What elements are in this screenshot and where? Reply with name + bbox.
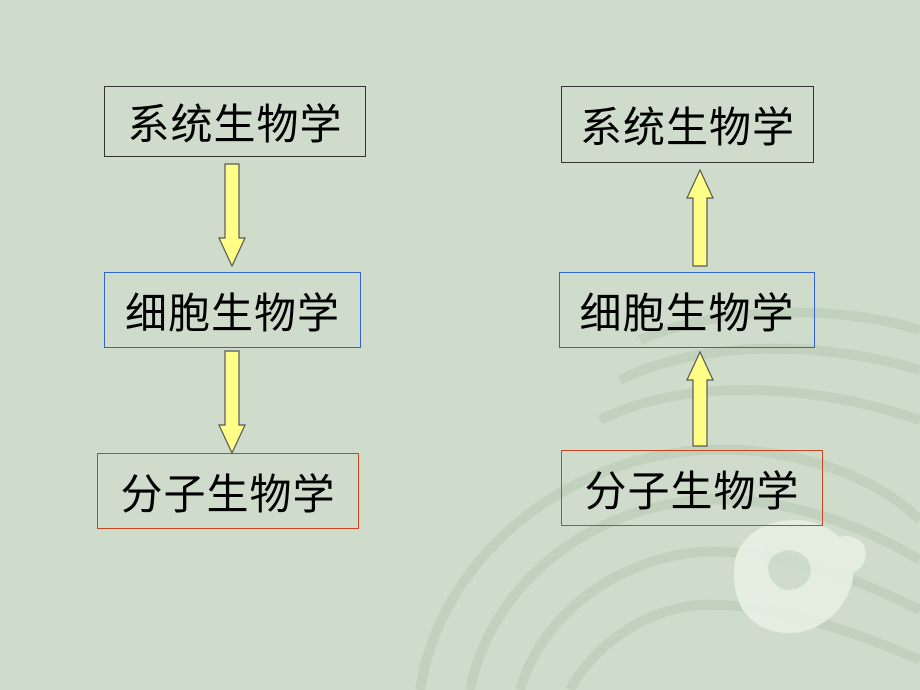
left-arrow-down-1	[218, 163, 246, 268]
right-box-top: 系统生物学	[561, 86, 814, 163]
right-box-middle: 细胞生物学	[559, 272, 815, 348]
left-box-middle: 细胞生物学	[104, 272, 361, 348]
right-box-bottom: 分子生物学	[561, 450, 823, 526]
right-arrow-up-1	[686, 168, 714, 267]
left-box-bottom: 分子生物学	[97, 453, 359, 529]
left-arrow-down-2	[218, 350, 246, 455]
left-box-top: 系统生物学	[104, 86, 366, 157]
right-arrow-up-2	[686, 350, 714, 447]
dragon-motif	[734, 520, 866, 634]
